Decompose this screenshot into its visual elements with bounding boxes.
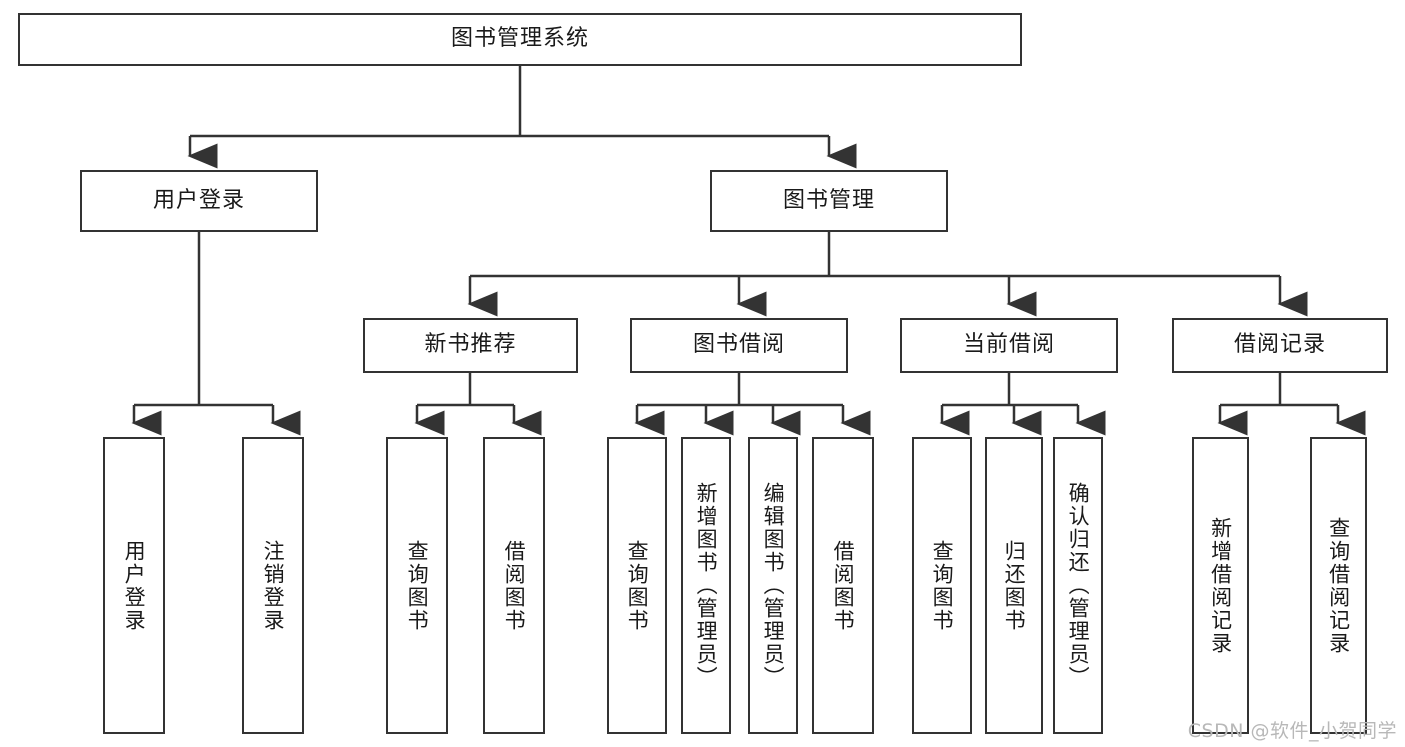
node-level2-1[interactable]: 用户登录 xyxy=(80,170,318,232)
node-leaf-2[interactable]: 注销登录 xyxy=(242,437,304,734)
node-leaf-8[interactable]: 借阅图书 xyxy=(812,437,874,734)
node-leaf-10[interactable]: 归还图书 xyxy=(985,437,1043,734)
node-leaf-3[interactable]: 查询图书 xyxy=(386,437,448,734)
node-leaf-2-label: 注销登录 xyxy=(261,539,286,632)
node-leaf-5-label: 查询图书 xyxy=(625,539,650,632)
node-leaf-4[interactable]: 借阅图书 xyxy=(483,437,545,734)
node-leaf-8-label: 借阅图书 xyxy=(831,539,856,632)
node-leaf-9[interactable]: 查询图书 xyxy=(912,437,972,734)
node-leaf-9-label: 查询图书 xyxy=(930,539,955,632)
node-leaf-10-label: 归还图书 xyxy=(1002,539,1027,632)
node-leaf-3-label: 查询图书 xyxy=(405,539,430,632)
node-leaf-1[interactable]: 用户登录 xyxy=(103,437,165,734)
node-level3-4-label: 借阅记录 xyxy=(1233,332,1326,358)
node-leaf-11[interactable]: 确认归还（管理员） xyxy=(1053,437,1103,734)
node-level3-1[interactable]: 新书推荐 xyxy=(363,318,578,373)
node-leaf-6-label: 新增图书（管理员） xyxy=(694,482,719,689)
node-leaf-7-label: 编辑图书（管理员） xyxy=(761,482,786,689)
node-level2-2[interactable]: 图书管理 xyxy=(710,170,948,232)
node-leaf-4-label: 借阅图书 xyxy=(502,539,527,632)
node-leaf-1-label: 用户登录 xyxy=(122,539,147,632)
node-level3-1-label: 新书推荐 xyxy=(424,332,517,358)
watermark-text: CSDN @软件_小贺同学 xyxy=(1187,720,1397,742)
node-leaf-7[interactable]: 编辑图书（管理员） xyxy=(748,437,798,734)
node-leaf-11-label: 确认归还（管理员） xyxy=(1066,482,1091,689)
node-leaf-6[interactable]: 新增图书（管理员） xyxy=(681,437,731,734)
node-leaf-13-label: 查询借阅记录 xyxy=(1326,516,1351,655)
node-leaf-5[interactable]: 查询图书 xyxy=(607,437,667,734)
node-level3-2-label: 图书借阅 xyxy=(692,332,785,358)
node-level3-3-label: 当前借阅 xyxy=(962,332,1055,358)
node-root[interactable]: 图书管理系统 xyxy=(18,13,1022,66)
node-level3-3[interactable]: 当前借阅 xyxy=(900,318,1118,373)
node-leaf-13[interactable]: 查询借阅记录 xyxy=(1310,437,1367,734)
node-root-label: 图书管理系统 xyxy=(450,26,589,52)
node-level2-1-label: 用户登录 xyxy=(152,187,245,213)
node-leaf-12[interactable]: 新增借阅记录 xyxy=(1192,437,1249,734)
node-level2-2-label: 图书管理 xyxy=(782,187,875,213)
node-leaf-12-label: 新增借阅记录 xyxy=(1208,516,1233,655)
node-level3-4[interactable]: 借阅记录 xyxy=(1172,318,1388,373)
node-level3-2[interactable]: 图书借阅 xyxy=(630,318,848,373)
